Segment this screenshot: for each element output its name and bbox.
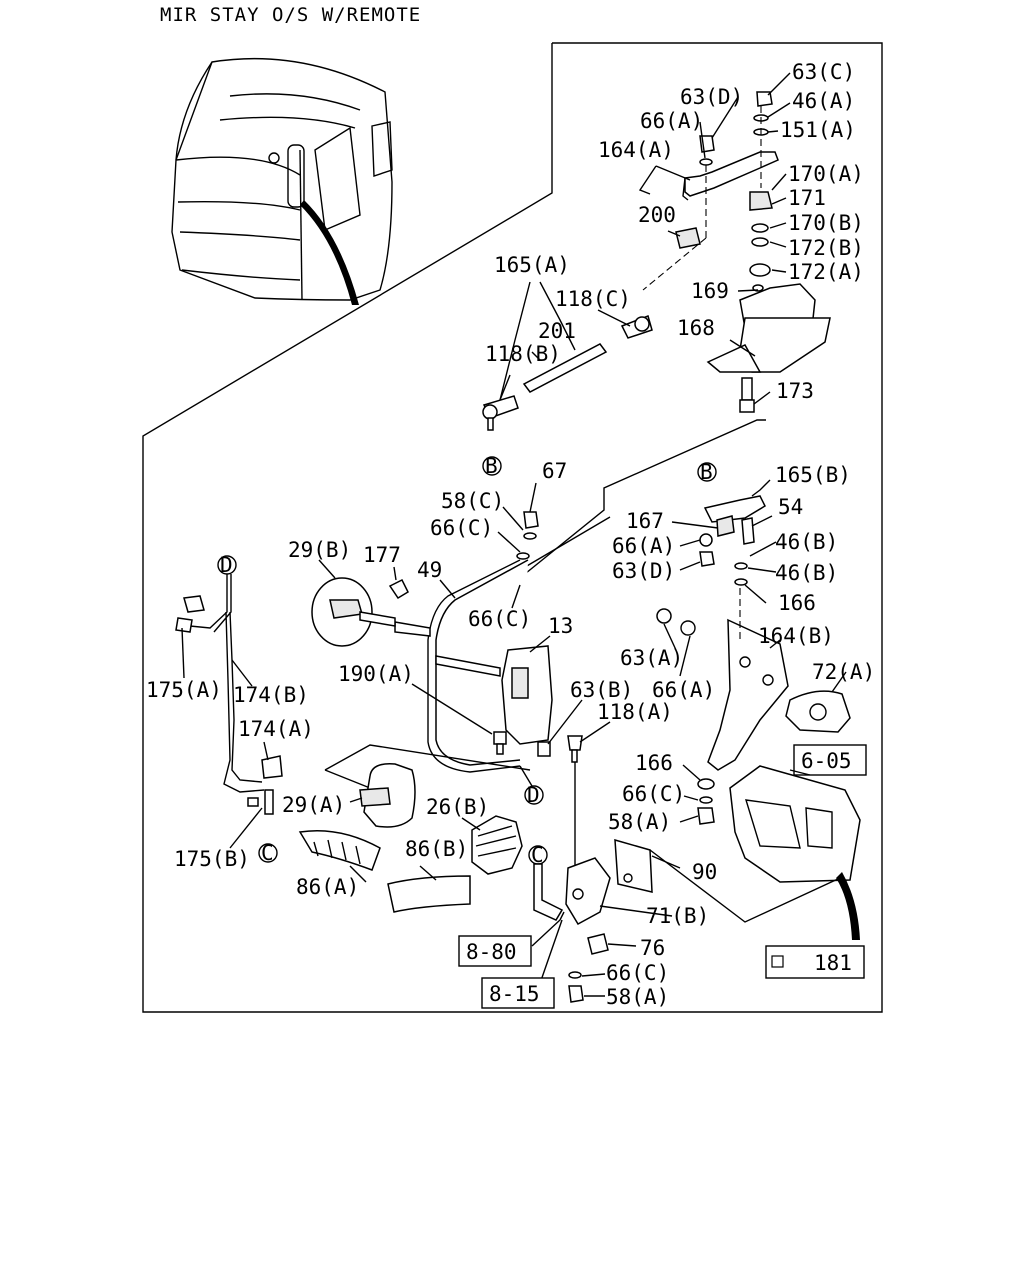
- callout-170a: 170(A): [788, 162, 864, 186]
- connector-b-2: B: [700, 460, 713, 484]
- callout-165a: 165(A): [494, 253, 570, 277]
- callout-190a: 190(A): [338, 662, 414, 686]
- callout-29a: 29(A): [282, 793, 345, 817]
- callout-63b: 63(B): [570, 678, 633, 702]
- callout-67: 67: [542, 459, 567, 483]
- callout-58a-bot: 58(A): [606, 985, 669, 1009]
- callout-174a: 174(A): [238, 717, 314, 741]
- callout-63a: 63(A): [620, 646, 683, 670]
- callout-58a-mid: 58(A): [608, 810, 671, 834]
- callout-118a: 118(A): [597, 700, 673, 724]
- control-rod: [482, 315, 653, 431]
- callout-164b: 164(B): [758, 624, 834, 648]
- leader-lines: [181, 72, 847, 997]
- callout-151a: 151(A): [780, 118, 856, 142]
- diagram-title: MIR STAY O/S W/REMOTE: [160, 4, 421, 26]
- callout-169: 169: [691, 279, 729, 303]
- callout-46b-1: 46(B): [775, 530, 838, 554]
- callout-63c-top: 63(C): [792, 60, 855, 84]
- callout-173: 173: [776, 379, 814, 403]
- callout-66a-top: 66(A): [640, 109, 703, 133]
- callout-200: 200: [638, 203, 676, 227]
- callout-118c: 118(C): [555, 287, 631, 311]
- callout-66c-bot: 66(C): [606, 961, 669, 985]
- connector-c-1: C: [261, 841, 274, 865]
- connector-d-1: D: [527, 783, 540, 807]
- callout-26b: 26(B): [426, 795, 489, 819]
- callout-63d-mid: 63(D): [612, 559, 675, 583]
- callout-13: 13: [548, 614, 573, 638]
- frame-border: [142, 42, 883, 1013]
- callout-174b: 174(B): [233, 683, 309, 707]
- callout-118b: 118(B): [485, 342, 561, 366]
- callout-172b: 172(B): [788, 236, 864, 260]
- ref-8-15-label: 8-15: [489, 982, 540, 1006]
- callout-166-top: 166: [778, 591, 816, 615]
- connector-c-2: C: [531, 843, 544, 867]
- callout-66c-b: 66(C): [468, 607, 531, 631]
- callout-labels: 63(C) 63(D) 46(A) 66(A) 151(A) 164(A) 17…: [146, 60, 875, 1009]
- callout-76: 76: [640, 936, 665, 960]
- callout-171: 171: [788, 186, 826, 210]
- ref-box-8-15[interactable]: 8-15: [481, 977, 555, 1009]
- callout-66a-low: 66(A): [652, 678, 715, 702]
- callout-177: 177: [363, 543, 401, 567]
- callout-72a: 72(A): [812, 660, 875, 684]
- callout-29b: 29(B): [288, 538, 351, 562]
- callout-86a: 86(A): [296, 875, 359, 899]
- ref-box-8-80[interactable]: 8-80: [458, 935, 532, 967]
- callout-46b-2: 46(B): [775, 561, 838, 585]
- callout-167: 167: [626, 509, 664, 533]
- callout-66c-a: 66(C): [430, 516, 493, 540]
- callout-172a: 172(A): [788, 260, 864, 284]
- ref-8-80-label: 8-80: [466, 940, 517, 964]
- callout-181: 181: [814, 951, 852, 975]
- callout-166-low: 166: [635, 751, 673, 775]
- callout-165b: 165(B): [775, 463, 851, 487]
- truck-cab-illustration: [171, 57, 393, 305]
- callout-66c-low: 66(C): [622, 782, 685, 806]
- connector-b-1: B: [485, 454, 498, 478]
- ref-box-181[interactable]: 181: [765, 945, 865, 979]
- callout-86b: 86(B): [405, 837, 468, 861]
- callout-170b: 170(B): [788, 211, 864, 235]
- callout-168: 168: [677, 316, 715, 340]
- callout-175a: 175(A): [146, 678, 222, 702]
- callout-175b: 175(B): [174, 847, 250, 871]
- callout-66a-mid: 66(A): [612, 534, 675, 558]
- ref-box-6-05[interactable]: 6-05: [793, 744, 867, 776]
- callout-164a: 164(A): [598, 138, 674, 162]
- callout-90: 90: [692, 860, 717, 884]
- callout-46a-top: 46(A): [792, 89, 855, 113]
- connector-d-2: D: [220, 553, 233, 577]
- callout-54: 54: [778, 495, 803, 519]
- callout-49: 49: [417, 558, 442, 582]
- callout-71b: 71(B): [646, 904, 709, 928]
- callout-201: 201: [538, 319, 576, 343]
- callout-58c: 58(C): [441, 489, 504, 513]
- callout-63d-top: 63(D): [680, 85, 743, 109]
- ref-6-05-label: 6-05: [801, 749, 852, 773]
